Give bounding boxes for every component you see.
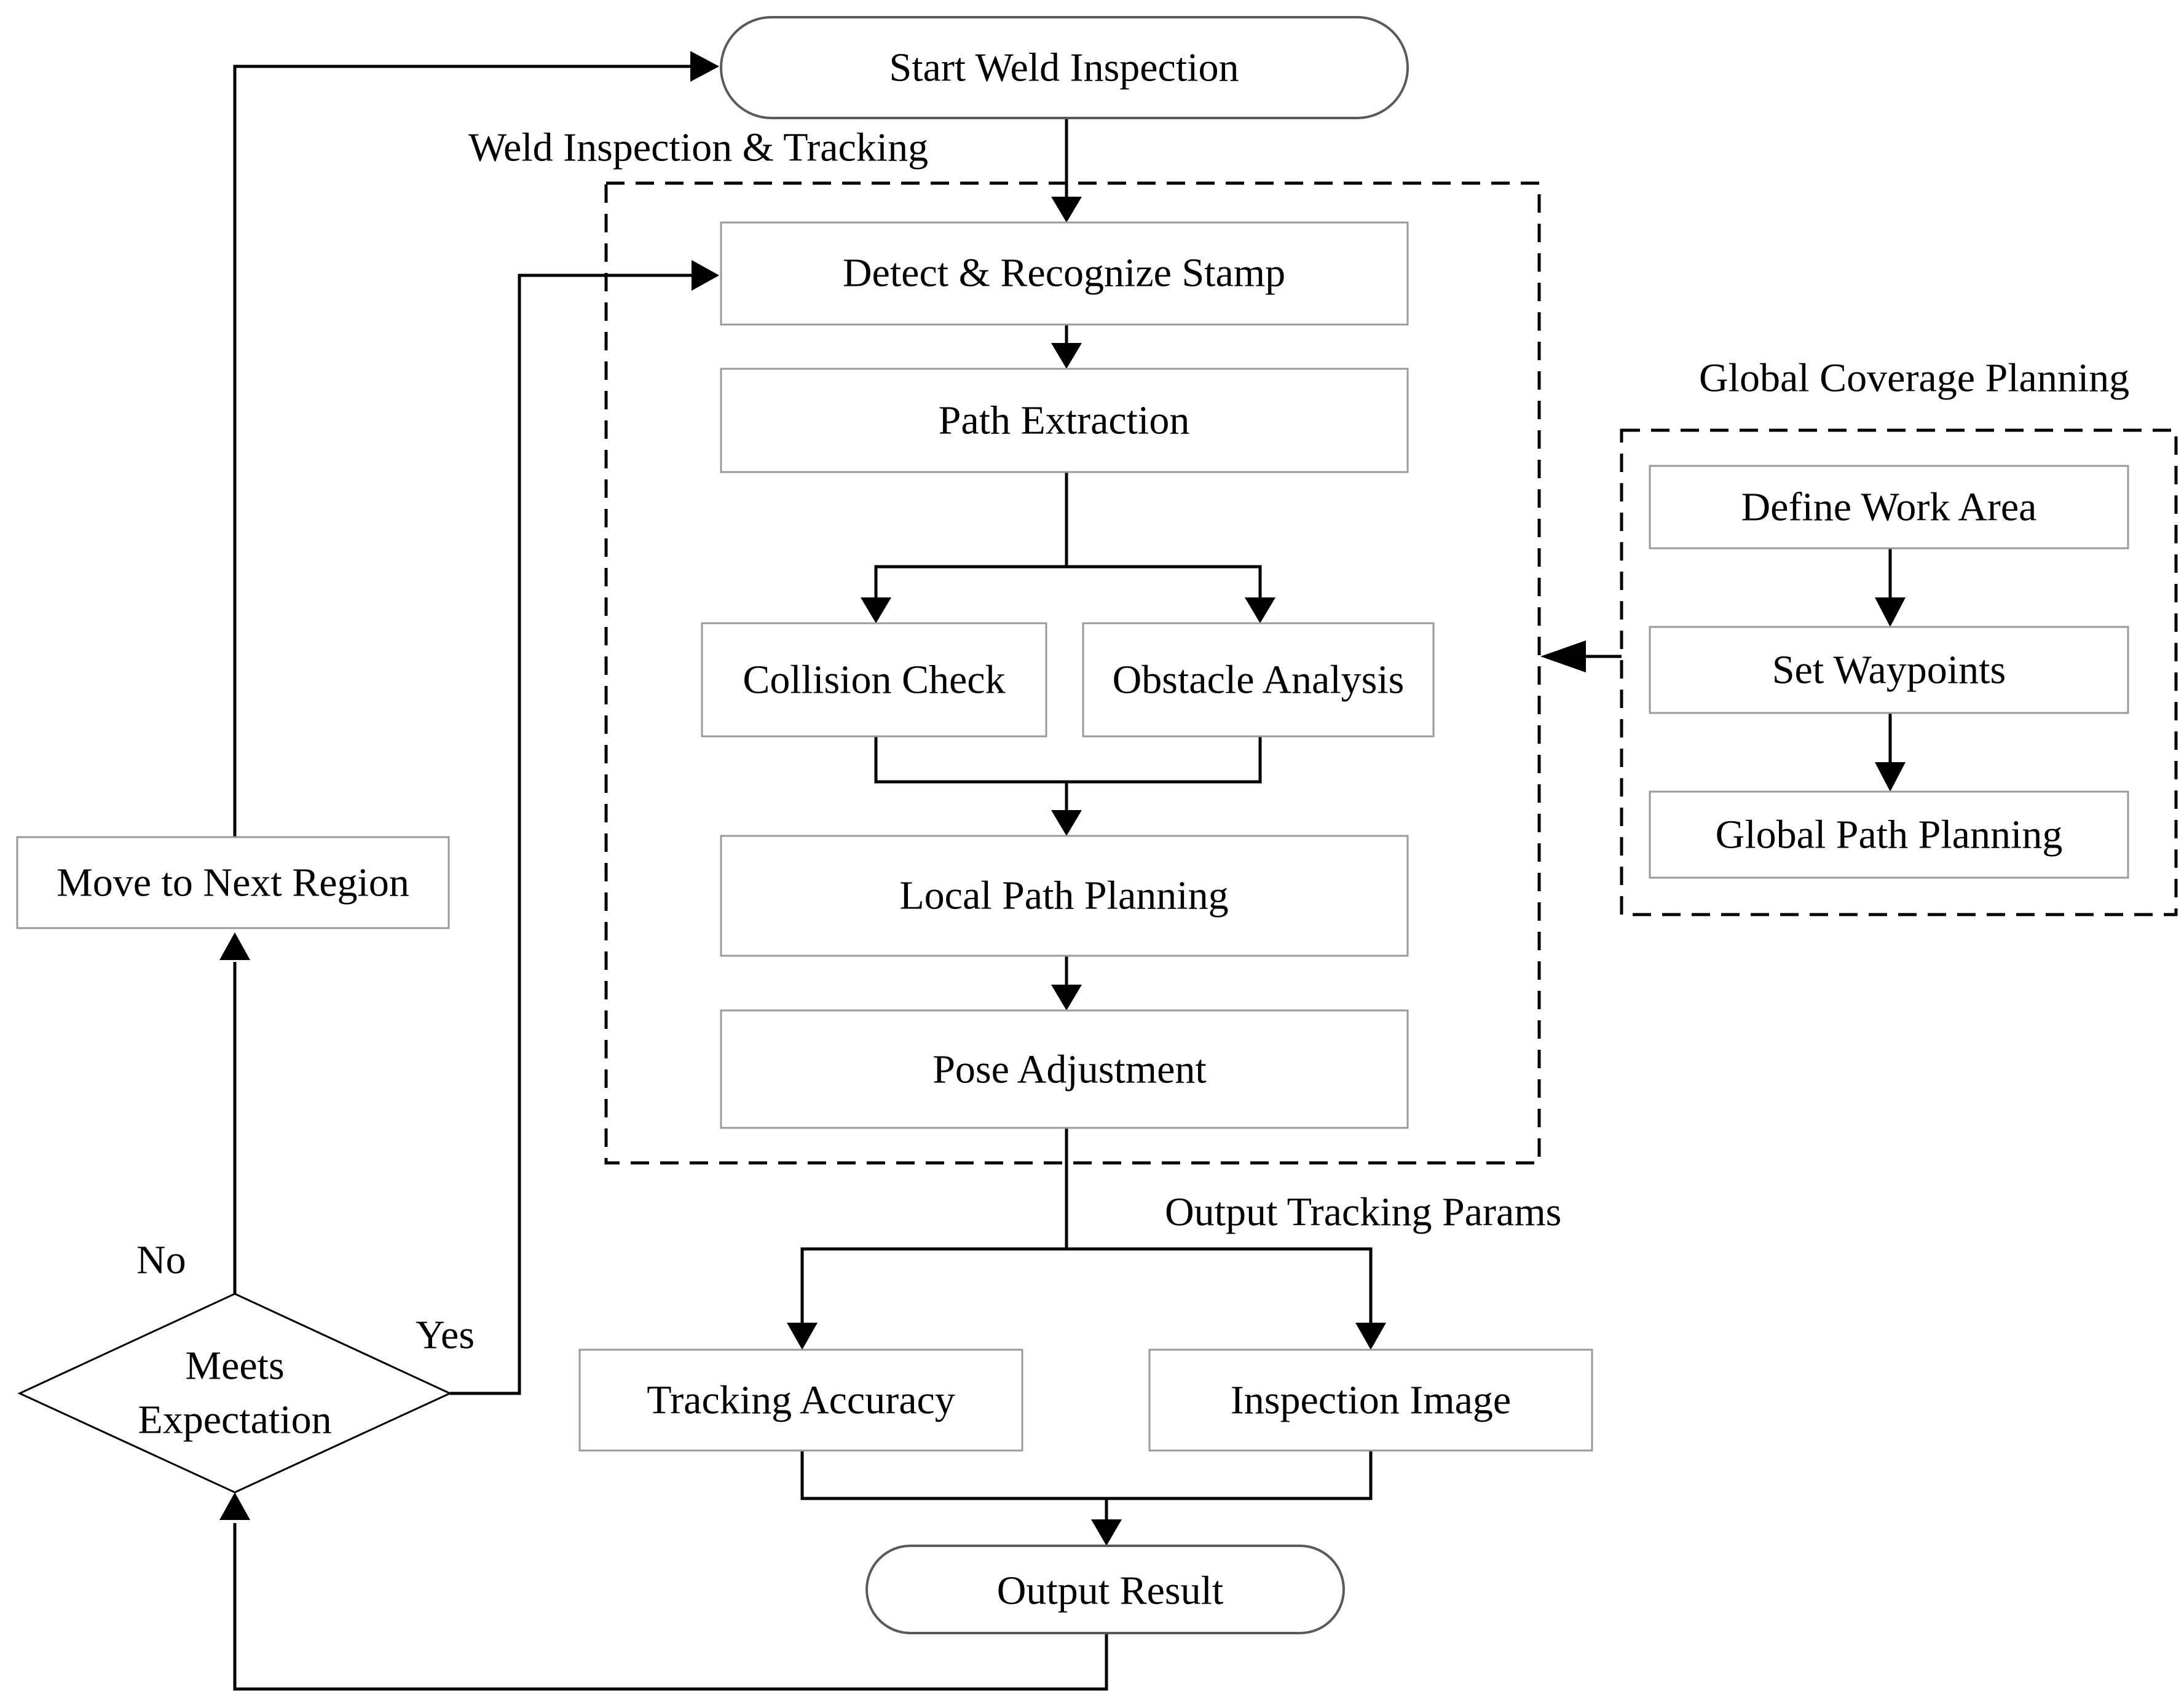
- global-path-planning-label: Global Path Planning: [1716, 813, 2063, 857]
- decision-no-label: No: [136, 1238, 186, 1283]
- arrowhead-into-waypoints: [1875, 597, 1906, 627]
- inspection-image-node: Inspection Image: [1148, 1349, 1593, 1452]
- collision-check-node: Collision Check: [701, 622, 1047, 738]
- connector-result-to-decision: [233, 1523, 1108, 1691]
- output-result-label: Output Result: [997, 1569, 1224, 1613]
- global-path-planning-node: Global Path Planning: [1649, 790, 2129, 879]
- decision-label-line1: Meets: [185, 1344, 284, 1388]
- arrowhead-into-start: [690, 51, 719, 82]
- arrowhead-into-path-extraction: [1051, 343, 1082, 369]
- inspection-image-label: Inspection Image: [1231, 1378, 1511, 1423]
- arrowhead-into-inspection-image: [1355, 1323, 1386, 1350]
- local-path-planning-label: Local Path Planning: [899, 873, 1228, 918]
- detect-recognize-stamp-node: Detect & Recognize Stamp: [720, 221, 1409, 326]
- define-work-area-node: Define Work Area: [1649, 465, 2129, 549]
- pose-adjustment-label: Pose Adjustment: [932, 1047, 1207, 1092]
- arrowhead-into-decision: [219, 1492, 250, 1520]
- connector-move-to-start: [233, 65, 693, 837]
- start-weld-inspection-label: Start Weld Inspection: [889, 45, 1239, 90]
- weld-inspection-group-frame: [604, 181, 1541, 1165]
- output-tracking-params-label: Output Tracking Params: [1165, 1190, 1561, 1235]
- arrowhead-into-move-next: [219, 932, 250, 960]
- path-extraction-node: Path Extraction: [720, 368, 1409, 473]
- connector-output-merge: [800, 1451, 1373, 1500]
- arrowhead-into-detect-left: [692, 260, 719, 291]
- start-weld-inspection-node: Start Weld Inspection: [720, 16, 1409, 119]
- define-work-area-label: Define Work Area: [1741, 485, 2037, 530]
- arrowhead-into-tracking-accuracy: [787, 1323, 818, 1350]
- set-waypoints-label: Set Waypoints: [1772, 648, 2006, 693]
- global-coverage-group-label: Global Coverage Planning: [1699, 356, 2129, 401]
- arrowhead-into-main-group: [1540, 640, 1586, 672]
- arrowhead-into-local: [1051, 810, 1082, 836]
- obstacle-analysis-node: Obstacle Analysis: [1082, 622, 1435, 738]
- tracking-accuracy-label: Tracking Accuracy: [647, 1378, 955, 1423]
- pose-adjustment-node: Pose Adjustment: [720, 1009, 1409, 1129]
- detect-recognize-stamp-label: Detect & Recognize Stamp: [843, 251, 1285, 296]
- arrowhead-into-global-path: [1875, 762, 1906, 792]
- connector-merge-branches: [874, 736, 1262, 784]
- arrowhead-into-output-result: [1091, 1519, 1122, 1546]
- tracking-accuracy-node: Tracking Accuracy: [578, 1349, 1023, 1452]
- decision-yes-label: Yes: [416, 1313, 475, 1358]
- move-to-next-region-label: Move to Next Region: [57, 860, 409, 905]
- weld-inspection-group-label: Weld Inspection & Tracking: [468, 125, 928, 170]
- move-to-next-region-node: Move to Next Region: [16, 836, 450, 929]
- meets-expectation-decision: Meets Expectation: [17, 1293, 452, 1494]
- decision-label-line2: Expectation: [138, 1398, 331, 1443]
- arrowhead-into-obstacle: [1245, 597, 1275, 623]
- local-path-planning-node: Local Path Planning: [720, 835, 1409, 957]
- connector-output-split: [800, 1247, 1373, 1325]
- arrowhead-into-pose: [1051, 985, 1082, 1010]
- arrowhead-into-detect-top: [1051, 197, 1082, 222]
- connector-split-branches: [874, 565, 1262, 599]
- obstacle-analysis-label: Obstacle Analysis: [1113, 658, 1405, 703]
- connector-yes-to-detect: [450, 274, 695, 1395]
- path-extraction-label: Path Extraction: [939, 398, 1190, 443]
- collision-check-label: Collision Check: [743, 658, 1005, 703]
- set-waypoints-node: Set Waypoints: [1649, 626, 2129, 714]
- arrowhead-into-collision: [861, 597, 891, 623]
- global-coverage-group-frame: [1620, 428, 2178, 916]
- output-result-node: Output Result: [865, 1545, 1345, 1634]
